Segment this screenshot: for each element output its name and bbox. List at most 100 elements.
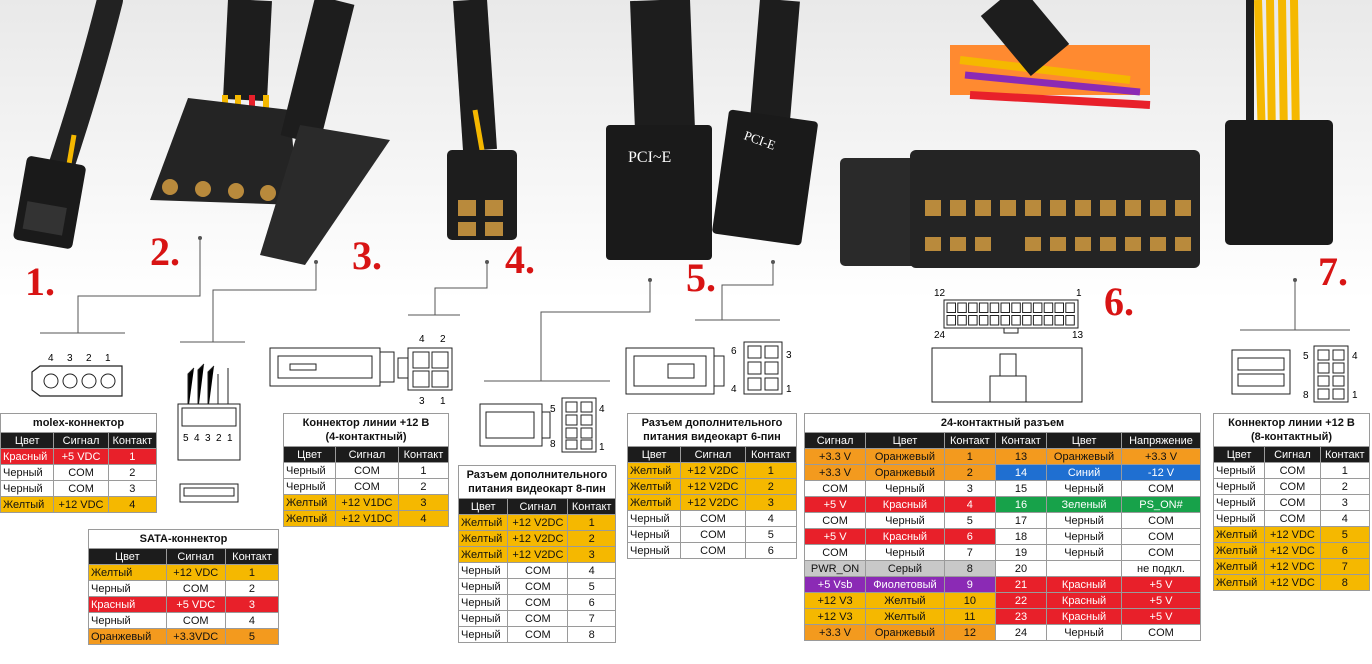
atx24-pin-cell	[1022, 302, 1032, 313]
c12v4-title-line2: (4-контактный)	[325, 431, 407, 443]
cell-signal: +12 V1DC	[334, 494, 399, 511]
cell-color-left: Оранжевый	[865, 624, 945, 641]
cell-pin-left: 9	[943, 576, 996, 593]
cell-signal: +12 V1DC	[334, 510, 399, 527]
cell-signal: COM	[680, 510, 746, 527]
cell-pin-left: 4	[943, 496, 996, 513]
cell-signal: +12 V2DC	[680, 494, 746, 511]
cell-pin-right: 15	[994, 480, 1048, 497]
cell-color-left: Черный	[865, 512, 945, 529]
header-color: Цвет	[1212, 446, 1266, 463]
molex-table-title: molex-коннектор	[0, 413, 157, 433]
cell-pin-left: 10	[943, 592, 996, 609]
cell-pin: 5	[744, 526, 798, 543]
pcie8-title-suffix: 8-пин	[575, 483, 606, 495]
cell-color: Желтый	[283, 510, 336, 527]
header-pin-right: Контакт	[994, 432, 1048, 449]
cell-voltage-right: +5 V	[1120, 608, 1202, 625]
pcie8-pin-label-4: 4	[599, 404, 605, 415]
cell-signal: COM	[53, 480, 109, 497]
atx24-pin-diagram: 12 1 24 13	[931, 288, 1084, 403]
header-color-right: Цвет	[1046, 432, 1122, 449]
pcie6-pin-label-3: 3	[786, 350, 792, 361]
header-voltage-right: Напряжение	[1120, 432, 1202, 449]
cell-pin: 1	[224, 564, 280, 581]
pcie6-pin-label-4: 4	[731, 384, 737, 395]
c12v8-pin-label-4: 4	[1352, 351, 1358, 362]
cell-color: Черный	[283, 478, 336, 495]
cell-signal-left: +5 V	[803, 496, 867, 513]
pcie8-pin-label-1: 1	[599, 442, 605, 453]
cell-voltage-right: PS_ON#	[1120, 496, 1202, 513]
cell-color: Желтый	[626, 478, 682, 495]
cell-color: Желтый	[1212, 542, 1266, 559]
cell-signal-left: +3.3 V	[803, 624, 867, 641]
cell-signal: COM	[165, 580, 226, 597]
c12v4-table: Коннектор линии +12 В (4-контактный) Цве…	[283, 413, 450, 527]
cell-color-right: Зеленый	[1046, 496, 1122, 513]
molex-pin-label-4: 4	[48, 353, 54, 364]
cell-pin: 7	[1319, 558, 1371, 575]
cell-signal: +12 V2DC	[680, 462, 746, 479]
atx24-pin-cell	[1054, 302, 1064, 313]
atx24-pin-cell	[978, 302, 989, 313]
c12v4-pin-label-2: 2	[440, 334, 446, 345]
c12v8-title-line2: (8-контактный)	[1250, 431, 1333, 443]
cell-pin: 3	[397, 494, 450, 511]
cell-voltage-right: COM	[1120, 512, 1202, 529]
cell-pin: 4	[224, 612, 280, 629]
cell-signal: COM	[1264, 494, 1321, 511]
cell-signal: +5 VDC	[53, 448, 109, 465]
cell-pin: 1	[397, 462, 450, 479]
header-color: Цвет	[0, 432, 55, 449]
atx24-table-title: 24-контактный разъем	[804, 413, 1201, 433]
cell-voltage-right: COM	[1120, 528, 1202, 545]
cell-signal: +12 V2DC	[680, 478, 746, 495]
cell-color: Желтый	[0, 496, 55, 513]
atx24-pin-label-24: 24	[934, 330, 946, 341]
cell-pin-left: 8	[943, 560, 996, 577]
cell-pin: 2	[224, 580, 280, 597]
cell-pin: 5	[1319, 526, 1371, 543]
atx24-pin-cell	[1065, 302, 1075, 313]
header-pin-left: Контакт	[943, 432, 996, 449]
cell-signal: +5 VDC	[165, 596, 226, 613]
label-6: 6.	[1104, 279, 1134, 324]
label-7: 7.	[1318, 249, 1348, 294]
cell-color: Желтый	[88, 564, 167, 581]
cell-color: Черный	[626, 526, 682, 543]
atx24-pin-cell	[989, 315, 1000, 326]
cell-color: Черный	[457, 594, 509, 611]
cell-pin-left: 2	[943, 464, 996, 481]
cell-color-right	[1046, 560, 1122, 577]
cell-pin-right: 18	[994, 528, 1048, 545]
cell-color: Черный	[626, 510, 682, 527]
cell-pin: 6	[567, 594, 616, 611]
cell-signal: COM	[334, 462, 399, 479]
cell-color: Черный	[88, 580, 167, 597]
header-pin: Контакт	[224, 548, 280, 565]
header-color: Цвет	[457, 498, 509, 515]
cell-pin: 2	[567, 530, 616, 547]
cell-color: Красный	[0, 448, 55, 465]
cell-color: Желтый	[1212, 574, 1266, 591]
atx24-pin-cell	[1065, 315, 1075, 326]
cell-color: Черный	[1212, 462, 1266, 479]
atx24-pin-label-1: 1	[1076, 288, 1082, 299]
pcie8-table: Разъем дополнительного питания видеокарт…	[457, 465, 616, 643]
cell-color: Черный	[88, 612, 167, 629]
header-color: Цвет	[88, 548, 167, 565]
cell-pin-right: 21	[994, 576, 1048, 593]
cell-color-right: Красный	[1046, 592, 1122, 609]
pcie8-title-line2: питания видеокарт	[468, 483, 573, 495]
header-signal: Сигнал	[680, 446, 746, 463]
